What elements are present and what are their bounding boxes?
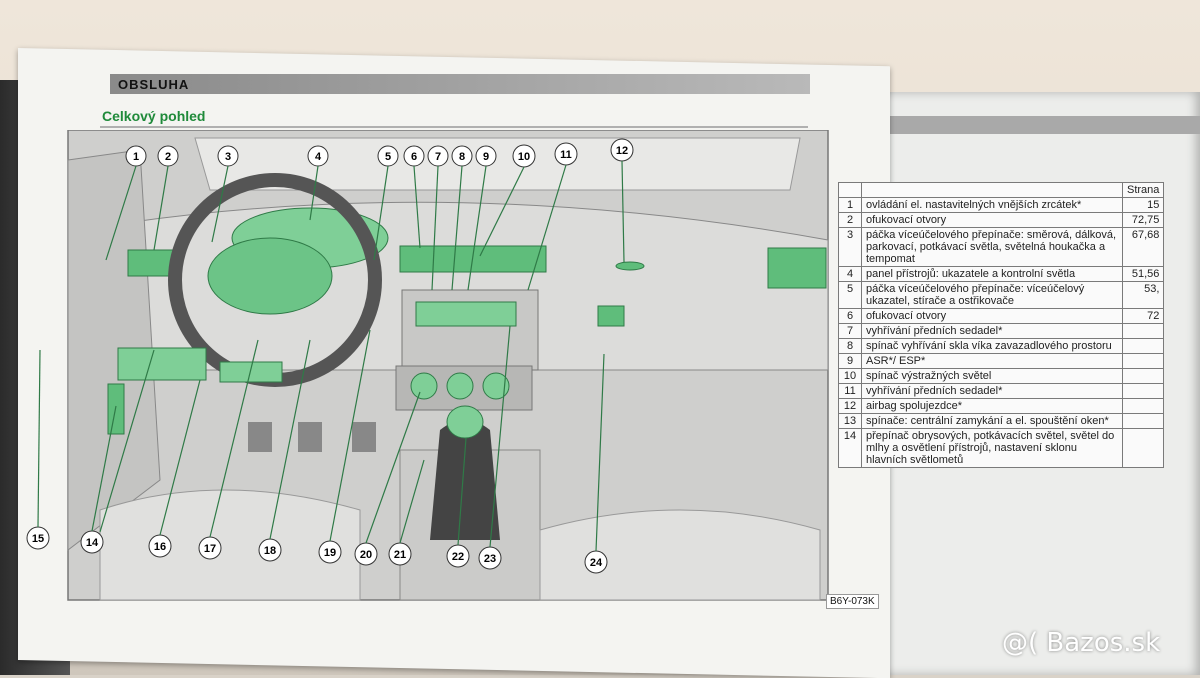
callout-17: 17 — [198, 536, 222, 560]
svg-text:14: 14 — [86, 537, 99, 549]
callout-16: 16 — [148, 534, 172, 558]
pedal-1 — [248, 422, 272, 452]
svg-text:11: 11 — [560, 149, 572, 161]
callout-20: 20 — [354, 542, 378, 566]
page-subtitle: Celkový pohled — [102, 108, 206, 124]
svg-text:21: 21 — [394, 549, 406, 561]
steering-hub-airbag — [207, 237, 333, 315]
svg-text:7: 7 — [435, 151, 441, 163]
fuse-panel — [219, 361, 283, 383]
gear-boot — [430, 420, 500, 540]
callout-15: 15 — [26, 526, 50, 550]
climate-knob-1 — [410, 372, 438, 400]
figure-code: B6Y-073K — [826, 594, 879, 609]
legend-header-row: Strana — [838, 182, 1165, 198]
subtitle-underline — [100, 126, 808, 128]
callout-14: 14 — [80, 530, 104, 554]
right-page-header-bar — [820, 116, 1200, 134]
bazos-watermark: @( Bazos.sk — [1002, 628, 1161, 658]
callout-21: 21 — [388, 542, 412, 566]
callout-22: 22 — [446, 544, 470, 568]
svg-text:8: 8 — [459, 151, 465, 163]
pedal-3 — [352, 422, 376, 452]
callout-24: 24 — [584, 550, 608, 574]
callout-18: 18 — [258, 538, 282, 562]
callout-1: 1 — [125, 145, 147, 167]
svg-text:5: 5 — [385, 151, 391, 163]
svg-text:16: 16 — [154, 541, 166, 553]
svg-text:22: 22 — [452, 551, 464, 563]
svg-text:10: 10 — [518, 151, 530, 163]
svg-text:23: 23 — [484, 553, 496, 565]
svg-text:19: 19 — [324, 547, 336, 559]
glovebox-switch — [597, 305, 625, 327]
section-header-bar — [110, 74, 810, 94]
callout-4: 4 — [307, 145, 329, 167]
passenger-airbag-marker — [615, 261, 645, 271]
gear-knob — [446, 405, 484, 439]
svg-text:15: 15 — [32, 533, 44, 545]
dashboard-illustration: 1 2 3 4 5 6 7 8 9 10 11 12 15 14 16 17 1… — [26, 130, 829, 601]
svg-text:4: 4 — [315, 151, 322, 163]
windshield — [194, 137, 801, 191]
callout-11: 11 — [554, 142, 578, 166]
climate-knob-3 — [482, 372, 510, 400]
passenger-seat — [539, 509, 821, 601]
light-switch-panel — [117, 347, 207, 381]
pedal-2 — [298, 422, 322, 452]
svg-text:6: 6 — [411, 151, 417, 163]
svg-text:3: 3 — [225, 151, 231, 163]
callout-8: 8 — [451, 145, 473, 167]
svg-text:20: 20 — [360, 549, 372, 561]
callout-10: 10 — [512, 144, 536, 168]
svg-text:12: 12 — [616, 145, 628, 157]
svg-text:24: 24 — [590, 557, 603, 569]
callout-9: 9 — [475, 145, 497, 167]
vent-right — [767, 247, 827, 289]
svg-text:17: 17 — [204, 543, 216, 555]
svg-text:1: 1 — [133, 151, 139, 163]
svg-text:18: 18 — [264, 545, 276, 557]
callout-5: 5 — [377, 145, 399, 167]
climate-knob-2 — [446, 372, 474, 400]
callout-2: 2 — [157, 145, 179, 167]
section-header: OBSLUHA — [118, 77, 190, 92]
callout-19: 19 — [318, 540, 342, 564]
callout-3: 3 — [217, 145, 239, 167]
callout-12: 12 — [610, 138, 634, 162]
svg-text:9: 9 — [483, 151, 489, 163]
callout-6: 6 — [403, 145, 425, 167]
radio-panel — [415, 301, 517, 327]
callout-7: 7 — [427, 145, 449, 167]
svg-text:2: 2 — [165, 151, 171, 163]
callout-23: 23 — [478, 546, 502, 570]
legend-header-page: Strana — [1121, 182, 1165, 198]
